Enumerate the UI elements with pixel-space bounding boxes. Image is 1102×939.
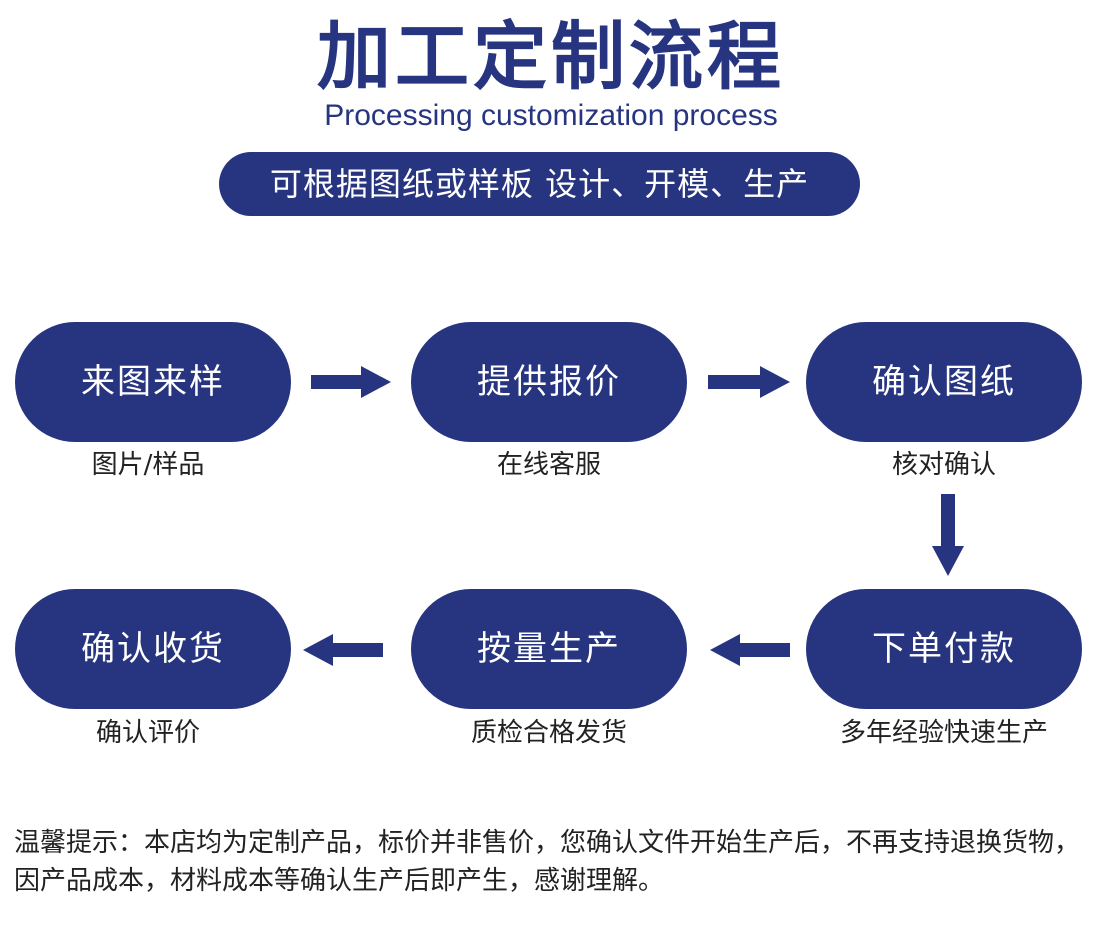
notice-text: 温馨提示：本店均为定制产品，标价并非售价，您确认文件开始生产后，不再支持退换货物…	[14, 828, 1081, 896]
step-pill-3: 确认图纸	[806, 322, 1082, 442]
step-pill-1: 来图来样	[15, 322, 291, 442]
arrow-left-icon	[710, 634, 790, 666]
page-title: 加工定制流程	[317, 14, 785, 100]
step-pill-2: 提供报价	[411, 322, 687, 442]
step-caption-2: 在线客服	[496, 450, 601, 480]
step-pill-5: 按量生产	[411, 589, 687, 709]
step-caption-3: 核对确认	[891, 450, 996, 480]
step-caption-6: 确认评价	[95, 718, 200, 748]
step-caption-1: 图片/样品	[91, 450, 205, 480]
step-caption-5: 质检合格发货	[470, 718, 627, 748]
arrow-left-icon	[303, 634, 383, 666]
arrow-down-icon	[932, 494, 964, 576]
banner: 可根据图纸或样板 设计、开模、生产	[219, 152, 860, 216]
step-pill-4: 下单付款	[806, 589, 1082, 709]
step-caption-4: 多年经验快速生产	[839, 718, 1048, 748]
step-pill-6: 确认收货	[15, 589, 291, 709]
arrow-right-icon	[708, 366, 790, 398]
page-subtitle: Processing customization process	[324, 99, 778, 132]
arrow-right-icon	[311, 366, 391, 398]
